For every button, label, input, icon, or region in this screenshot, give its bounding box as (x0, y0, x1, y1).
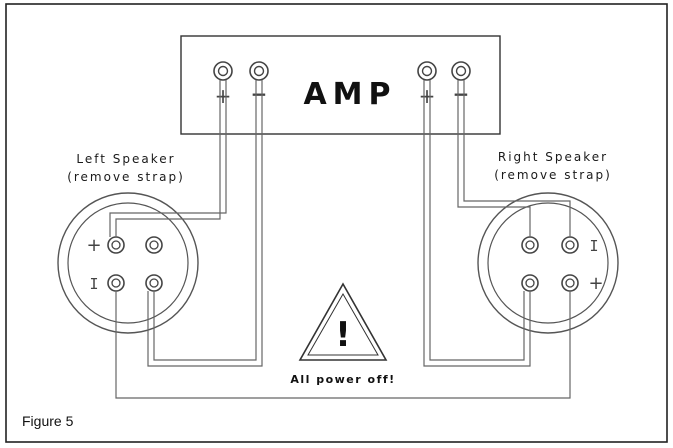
right-speaker-plus-mark: + (588, 273, 603, 294)
wire-right-minus (457, 80, 531, 237)
left-speaker (57, 192, 199, 334)
wire-right-plus-b (429, 80, 525, 361)
wire-left-minus-b (147, 80, 263, 367)
left-speaker-minus-mark: I (89, 275, 98, 293)
wire-left-return (115, 291, 380, 399)
warning-icon (298, 282, 388, 361)
amp-right-minus-mark: − (453, 82, 470, 106)
wire-left-plus-b (109, 80, 227, 237)
wire-right-minus-b (463, 80, 571, 237)
amp-right-plus-mark: + (419, 84, 436, 108)
left-speaker-plus-mark: + (86, 235, 101, 256)
amp-box (180, 35, 501, 135)
amp-right-minus-terminal (451, 61, 471, 81)
right-speaker-note: (remove strap) (494, 168, 612, 182)
right-speaker-terminal-top-left (521, 236, 539, 254)
figure-frame (5, 3, 668, 443)
right-speaker (477, 192, 619, 334)
warning-exclamation: ! (335, 315, 351, 355)
right-speaker-terminal-bottom-right (561, 274, 579, 292)
left-speaker-note: (remove strap) (67, 170, 185, 184)
right-speaker-minus-mark: I (589, 237, 598, 255)
amp-left-plus-terminal (213, 61, 233, 81)
left-speaker-terminal-top-left (107, 236, 125, 254)
amp-left-minus-terminal (249, 61, 269, 81)
right-speaker-title: Right Speaker (498, 150, 608, 164)
warning-text: All power off! (290, 373, 395, 386)
left-speaker-terminal-top-right (145, 236, 163, 254)
left-speaker-terminal-bottom-left (107, 274, 125, 292)
amp-left-plus-mark: + (215, 84, 232, 108)
left-speaker-terminal-bottom-right (145, 274, 163, 292)
amp-label: AMP (303, 77, 396, 112)
amp-left-minus-mark: − (251, 82, 268, 106)
left-speaker-title: Left Speaker (76, 152, 175, 166)
wire-right-return (380, 291, 571, 399)
wire-right-plus (423, 80, 531, 367)
wire-left-minus (153, 80, 257, 361)
figure-caption: Figure 5 (22, 413, 74, 429)
right-speaker-terminal-bottom-left (521, 274, 539, 292)
wire-left-plus (115, 80, 221, 237)
right-speaker-terminal-top-right (561, 236, 579, 254)
amp-right-plus-terminal (417, 61, 437, 81)
